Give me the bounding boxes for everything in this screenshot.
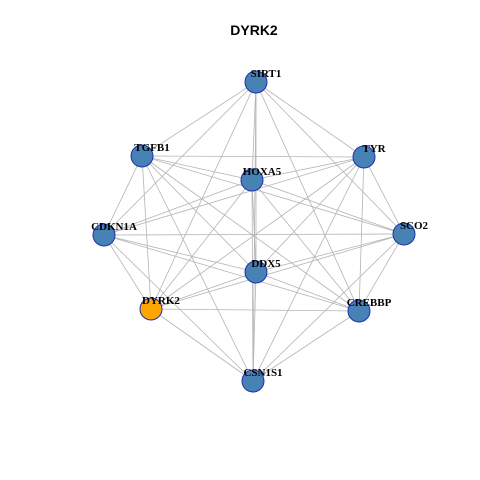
node-circle-hoxa5	[240, 168, 264, 192]
edge-dyrk2-csn1s1	[150, 308, 254, 382]
edge-cdkn1a-csn1s1	[103, 234, 254, 382]
node-tgfb1: TGFB1	[130, 142, 170, 168]
edge-sirt1-cdkn1a	[103, 81, 257, 236]
node-label-crebbp: CREBBP	[347, 297, 392, 309]
node-csn1s1: CSN1S1	[241, 367, 283, 393]
edge-layer	[103, 81, 405, 382]
edge-tyr-cdkn1a	[103, 156, 365, 236]
edge-crebbp-csn1s1	[252, 310, 360, 382]
edge-ddx5-crebbp	[255, 271, 360, 312]
edge-tgfb1-cdkn1a	[103, 155, 143, 236]
edge-tyr-hoxa5	[251, 156, 365, 181]
edge-cdkn1a-ddx5	[103, 234, 257, 273]
edge-sco2-ddx5	[255, 233, 405, 273]
node-circle-sco2	[392, 222, 416, 246]
edge-tyr-dyrk2	[150, 156, 365, 310]
node-label-cdkn1a: CDKN1A	[91, 221, 137, 233]
node-ddx5: DDX5	[244, 258, 281, 284]
edge-tyr-sco2	[363, 156, 405, 235]
node-circle-dyrk2	[139, 297, 163, 321]
node-circle-csn1s1	[241, 369, 265, 393]
node-circle-ddx5	[244, 260, 268, 284]
node-label-ddx5: DDX5	[251, 258, 281, 270]
node-sco2: SCO2	[392, 220, 429, 246]
edge-sco2-crebbp	[358, 233, 405, 312]
node-circle-tgfb1	[130, 144, 154, 168]
edge-sco2-csn1s1	[252, 233, 405, 382]
edge-tgfb1-csn1s1	[141, 155, 254, 382]
node-cdkn1a: CDKN1A	[91, 221, 137, 247]
edge-sco2-dyrk2	[150, 233, 405, 310]
edge-cdkn1a-dyrk2	[103, 234, 152, 310]
node-circle-cdkn1a	[92, 223, 116, 247]
edge-hoxa5-crebbp	[251, 179, 360, 312]
edge-cdkn1a-crebbp	[103, 234, 360, 312]
node-label-csn1s1: CSN1S1	[243, 367, 282, 379]
edge-tgfb1-hoxa5	[141, 155, 253, 181]
edge-ddx5-dyrk2	[150, 271, 257, 310]
edge-dyrk2-crebbp	[150, 308, 360, 312]
edge-tyr-csn1s1	[252, 156, 365, 382]
edge-ddx5-csn1s1	[252, 271, 257, 382]
figure-title: DYRK2	[230, 22, 278, 38]
edge-hoxa5-ddx5	[251, 179, 257, 273]
node-label-sco2: SCO2	[400, 220, 429, 232]
node-label-hoxa5: HOXA5	[243, 166, 282, 178]
edge-hoxa5-cdkn1a	[103, 179, 253, 236]
edge-sirt1-tyr	[255, 81, 365, 158]
edge-sirt1-tgfb1	[141, 81, 257, 157]
edge-tgfb1-dyrk2	[141, 155, 152, 310]
node-crebbp: CREBBP	[347, 297, 392, 323]
edge-tgfb1-sco2	[141, 155, 405, 235]
node-circle-sirt1	[244, 70, 268, 94]
edge-tgfb1-tyr	[141, 155, 365, 158]
edge-tyr-ddx5	[255, 156, 365, 273]
edge-sirt1-crebbp	[255, 81, 360, 312]
edge-hoxa5-sco2	[251, 179, 405, 235]
node-circle-tyr	[352, 145, 376, 169]
edge-hoxa5-dyrk2	[150, 179, 253, 310]
node-circle-crebbp	[347, 299, 371, 323]
node-tyr: TYR	[352, 143, 387, 169]
node-hoxa5: HOXA5	[240, 166, 282, 192]
node-label-dyrk2: DYRK2	[142, 295, 180, 307]
edge-sirt1-hoxa5	[251, 81, 257, 181]
edge-tgfb1-crebbp	[141, 155, 360, 312]
node-sirt1: SIRT1	[244, 68, 282, 94]
edge-tgfb1-ddx5	[141, 155, 257, 273]
edge-sirt1-sco2	[255, 81, 405, 235]
edge-cdkn1a-sco2	[103, 233, 405, 236]
edge-sirt1-dyrk2	[150, 81, 257, 310]
node-dyrk2: DYRK2	[139, 295, 180, 321]
node-label-sirt1: SIRT1	[251, 68, 282, 80]
node-label-tyr: TYR	[362, 143, 386, 155]
node-label-tgfb1: TGFB1	[134, 142, 169, 154]
